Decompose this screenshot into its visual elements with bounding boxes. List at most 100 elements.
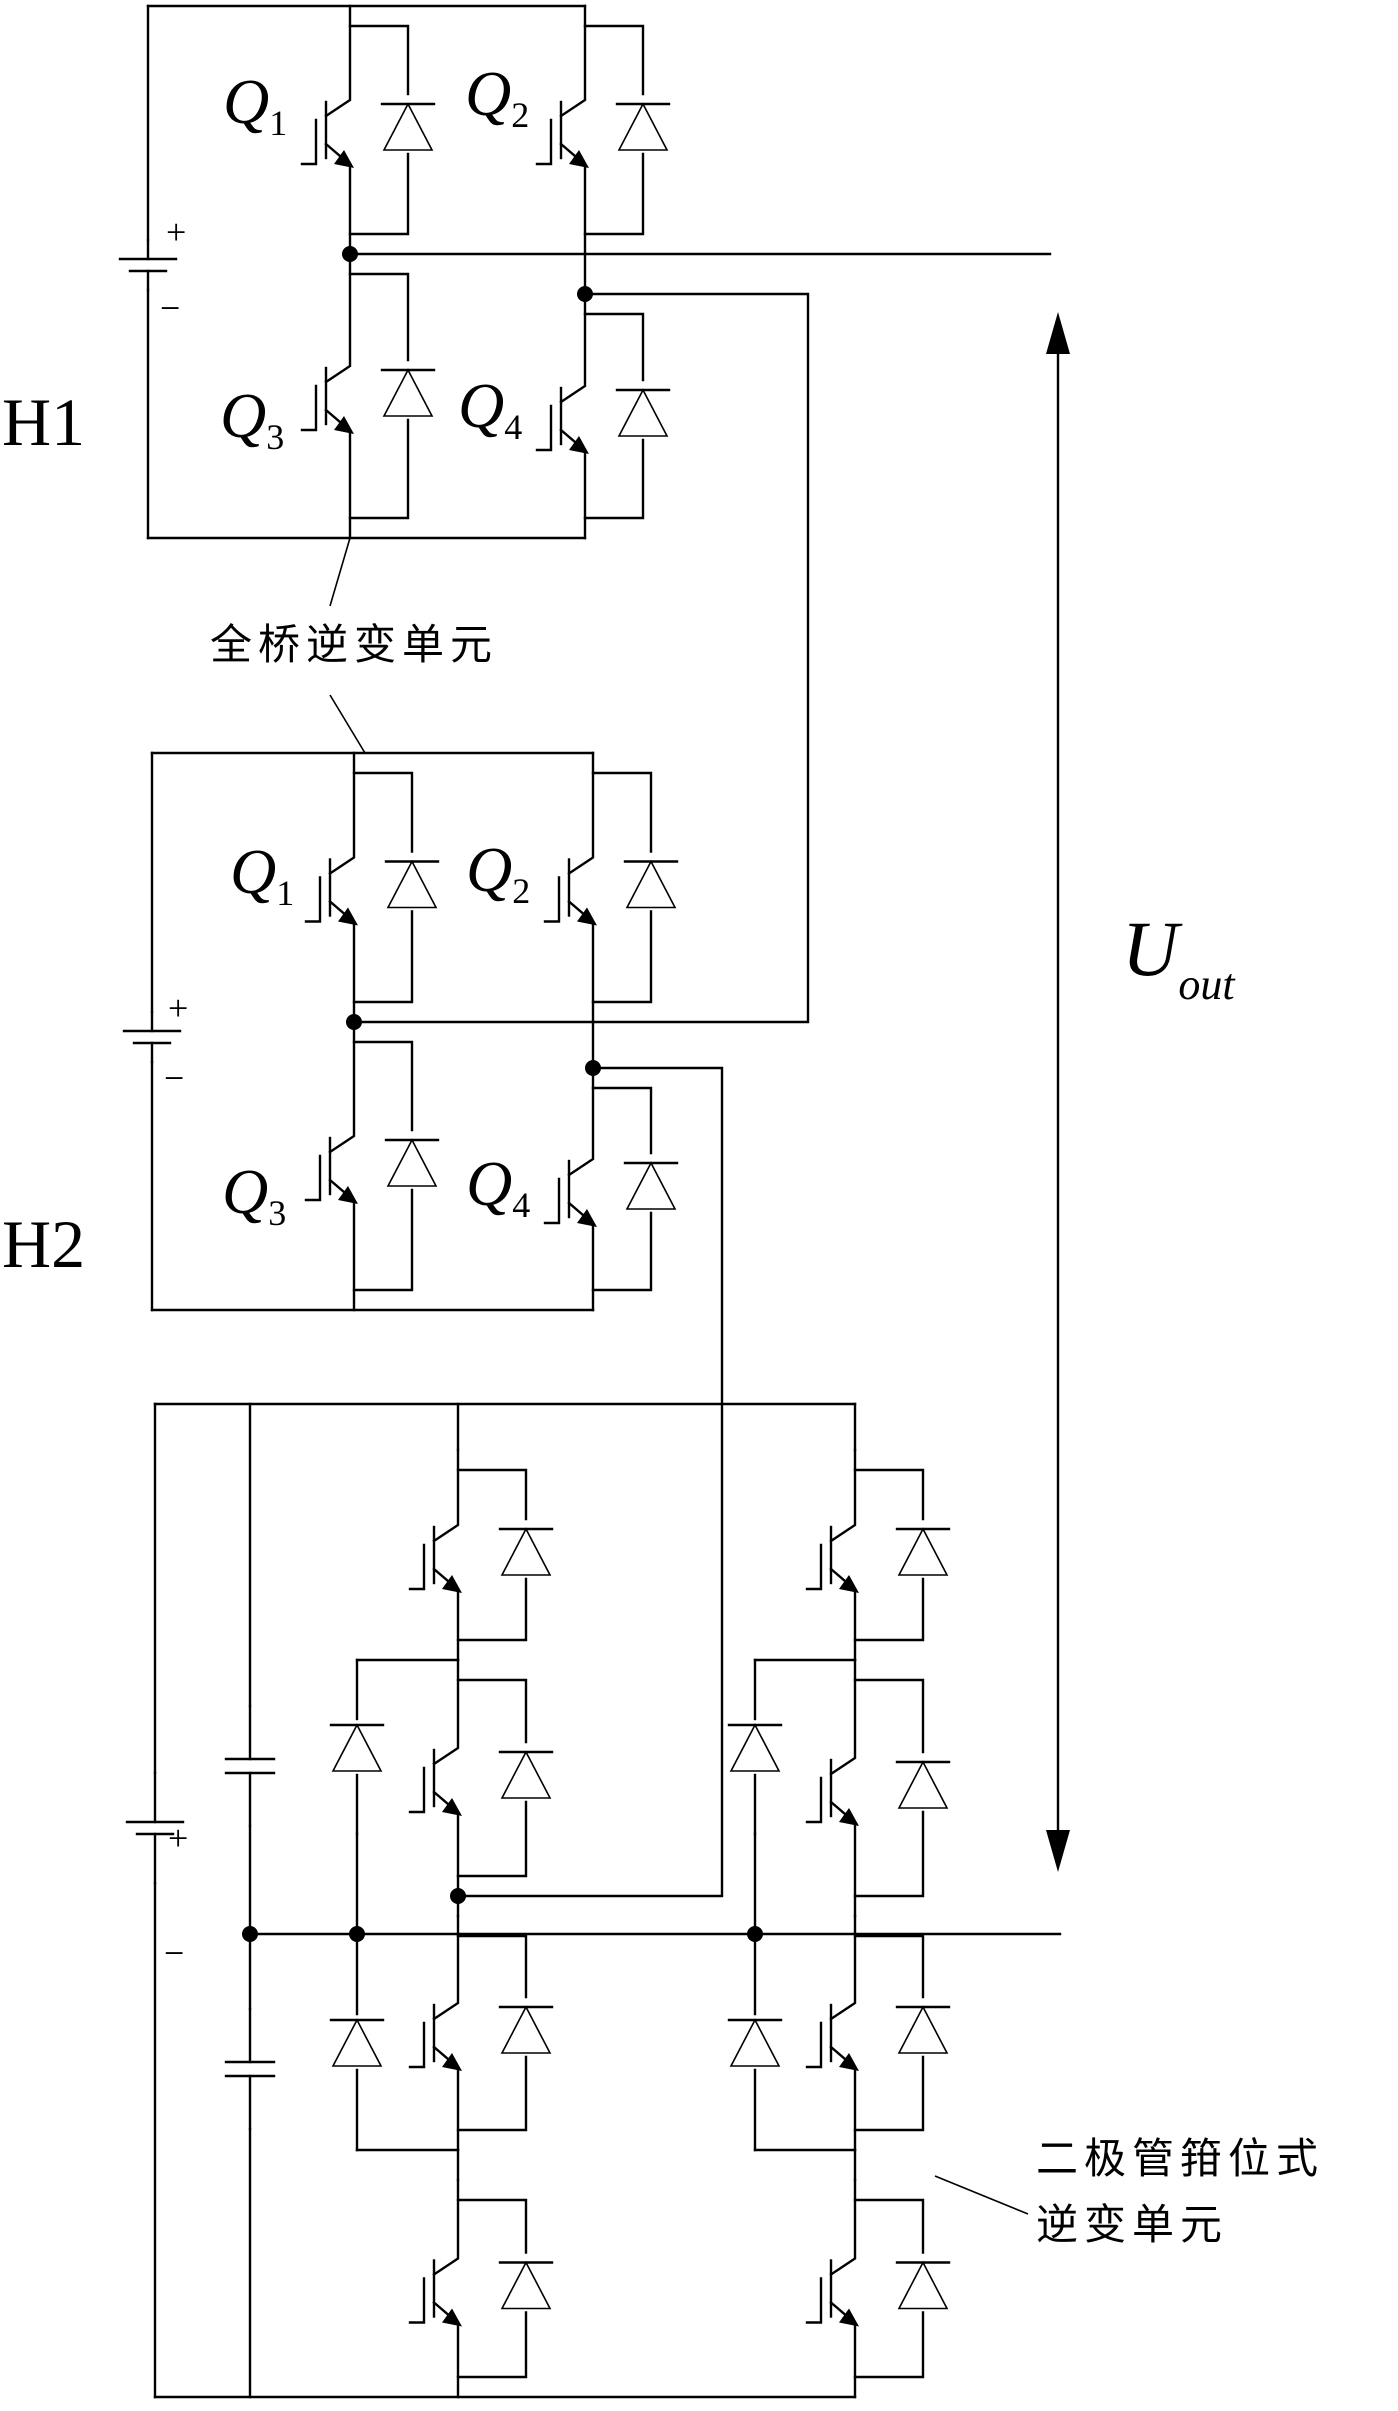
npc-leg-a-s4 [410,2180,552,2397]
igbt-stroke [410,1768,424,1812]
junction-dot [342,246,358,262]
igbt-stroke [410,2023,424,2067]
igbt-stroke [569,1068,593,1175]
output-arrow-head-top [1046,312,1070,354]
igbt-stroke [593,912,651,1003]
npc-unit-label-line1: 二极管箝位式 [1036,2138,1324,2180]
igbt-stroke [855,1812,923,1896]
full-bridge-leader-bottom [330,695,365,753]
igbt-stroke [855,1470,923,1519]
full-bridge-leader-top [330,538,350,606]
npc-unit-label-line2: 逆变单元 [1036,2204,1228,2246]
diode [384,104,432,150]
igbt-stroke [855,2057,923,2130]
diode [388,1140,436,1186]
igbt-stroke [350,274,408,360]
igbt-stroke [831,1916,855,2019]
igbt-stroke [807,1778,821,1822]
igbt-stroke [458,1802,526,1876]
igbt-stroke [545,1179,559,1223]
igbt-stroke [855,1680,923,1752]
igbt-stroke [326,6,350,116]
diode [899,1762,947,1808]
npc-leg-a-s3 [410,1916,552,2150]
h1-igbt-q1 [302,6,434,254]
h2-q3-label: Q3 [222,1160,286,1231]
junction-dot [349,1926,365,1942]
igbt-stroke [350,26,408,94]
igbt-stroke [330,753,354,874]
igbt-stroke [306,878,320,922]
output-voltage-label: Uout [1122,910,1235,1007]
full-bridge-unit-label: 全桥逆变单元 [210,624,498,666]
igbt-stroke [537,406,551,450]
npc-leg-a-clamp-diode-upper [333,1725,381,1771]
igbt-stroke [350,154,408,234]
h1-q2-label: Q2 [465,62,529,133]
h2-igbt-q2 [545,753,677,1022]
h1-minus-sign: − [160,290,180,326]
npc-leg-b-s1 [807,1450,949,1660]
h1-q4-label: Q4 [458,374,522,445]
npc-minus-sign: − [164,1935,184,1971]
igbt-stroke [458,2057,526,2130]
igbt-stroke [458,1579,526,1640]
h2-igbt-q4 [545,1068,677,1310]
igbt-stroke [458,2313,526,2378]
junction-dot [747,1926,763,1942]
igbt-stroke [831,2180,855,2275]
junction-dots [242,246,763,1942]
igbt-stroke [585,440,643,518]
igbt-stroke [831,1450,855,1541]
igbt-stroke [302,386,316,430]
diode [899,2263,947,2309]
h1-plus-sign: + [166,214,186,250]
igbt-stroke [855,2313,923,2378]
igbt-stroke [593,1088,651,1153]
igbt-stroke [831,1660,855,1774]
h1-igbt-q3 [302,254,434,538]
igbt-stroke [434,1660,458,1764]
h2-q2-label: Q2 [466,838,530,909]
npc-label-leader [935,2176,1028,2214]
igbt-stroke [561,6,585,116]
diode [502,1529,550,1575]
junction-dot [450,1888,466,1904]
igbt-stroke [569,753,593,874]
igbt-stroke [807,2023,821,2067]
diode [899,1529,947,1575]
igbt-stroke [330,1022,354,1152]
junction-dot [585,1060,601,1076]
npc-leg-a-s2 [410,1660,552,1896]
h2-q4-label: Q4 [466,1152,530,1223]
igbt-stroke [434,1450,458,1541]
igbt-stroke [458,1680,526,1742]
igbt-stroke [354,1190,412,1290]
h1-igbt-q4 [537,294,669,538]
diode [388,862,436,908]
h2-igbt-q3 [306,1022,438,1310]
igbt-stroke [350,420,408,518]
junction-dot [242,1926,258,1942]
igbt-stroke [855,1936,923,1997]
igbt-stroke [561,294,585,402]
igbt-stroke [593,1213,651,1290]
igbt-stroke [585,314,643,380]
igbt-stroke [537,120,551,164]
h1-q3-label: Q3 [220,384,284,455]
igbt-stroke [585,26,643,94]
igbt-stroke [326,254,350,382]
igbt-stroke [855,2200,923,2253]
igbt-stroke [354,773,412,852]
igbt-stroke [458,1936,526,1997]
diode [619,104,667,150]
h1-q1-label: Q1 [223,70,287,141]
igbt-stroke [354,1042,412,1130]
npc-leg-b-s4 [807,2180,949,2397]
junction-dot [577,286,593,302]
igbt-stroke [306,1156,320,1200]
npc-leg-a-s1 [410,1450,552,1660]
igbt-stroke [302,120,316,164]
igbt-stroke [855,1579,923,1640]
components [302,6,1070,2397]
